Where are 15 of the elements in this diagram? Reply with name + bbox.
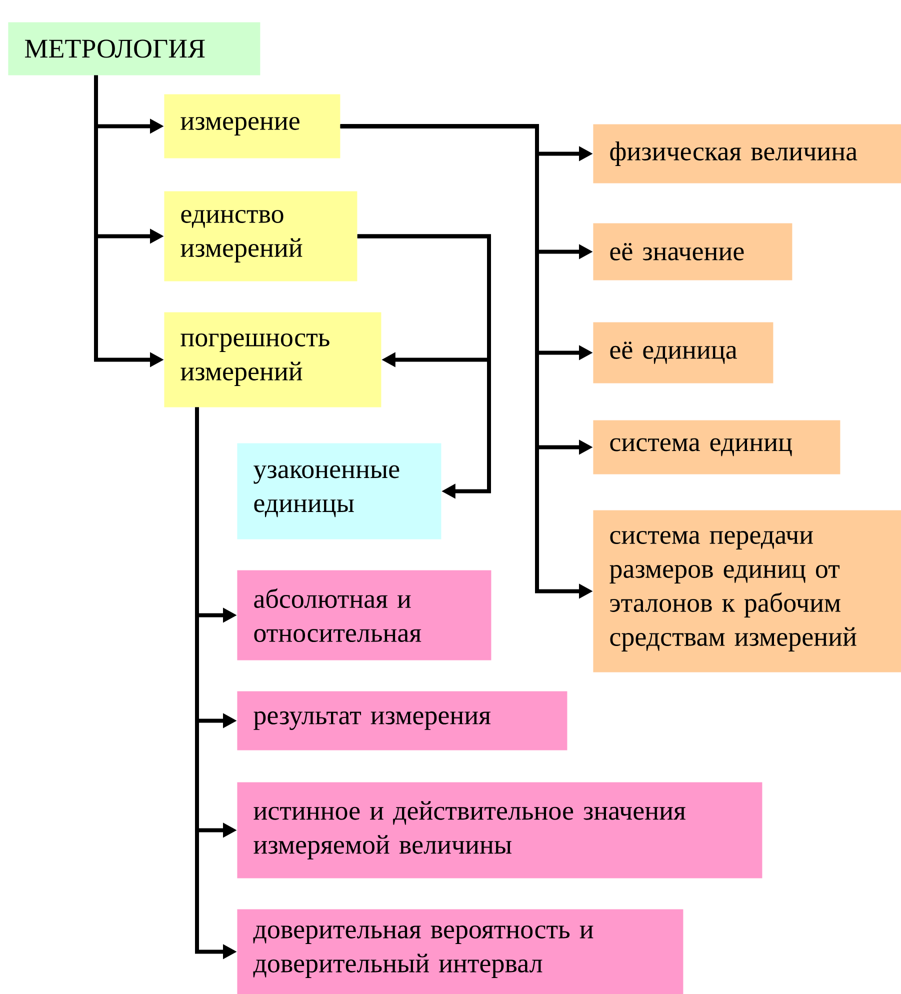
topic-box: система передачи размеров единиц от эталонов к рабочим средствам измерений bbox=[593, 510, 901, 672]
title-box: МЕТРОЛОГИЯ bbox=[8, 22, 260, 76]
concept-box: измерение bbox=[164, 94, 340, 158]
topic-box: абсолютная и относительная bbox=[237, 570, 492, 660]
topic-box: физическая величина bbox=[593, 124, 901, 184]
arrow bbox=[357, 234, 491, 499]
topic-box: результат измерения bbox=[237, 691, 568, 750]
topic-box: узаконенные единицы bbox=[237, 443, 442, 540]
concept-box: погрешность измерений bbox=[164, 312, 382, 408]
concept-box: единство измерений bbox=[164, 191, 358, 282]
topic-box: её единица bbox=[593, 322, 774, 384]
topic-box: её значение bbox=[593, 223, 792, 280]
topic-box: система единиц bbox=[593, 420, 840, 474]
topic-box: истинное и действительное значения измеряемой величины bbox=[237, 782, 762, 878]
topic-box: доверительная вероятность и доверительный интервал bbox=[237, 909, 684, 994]
